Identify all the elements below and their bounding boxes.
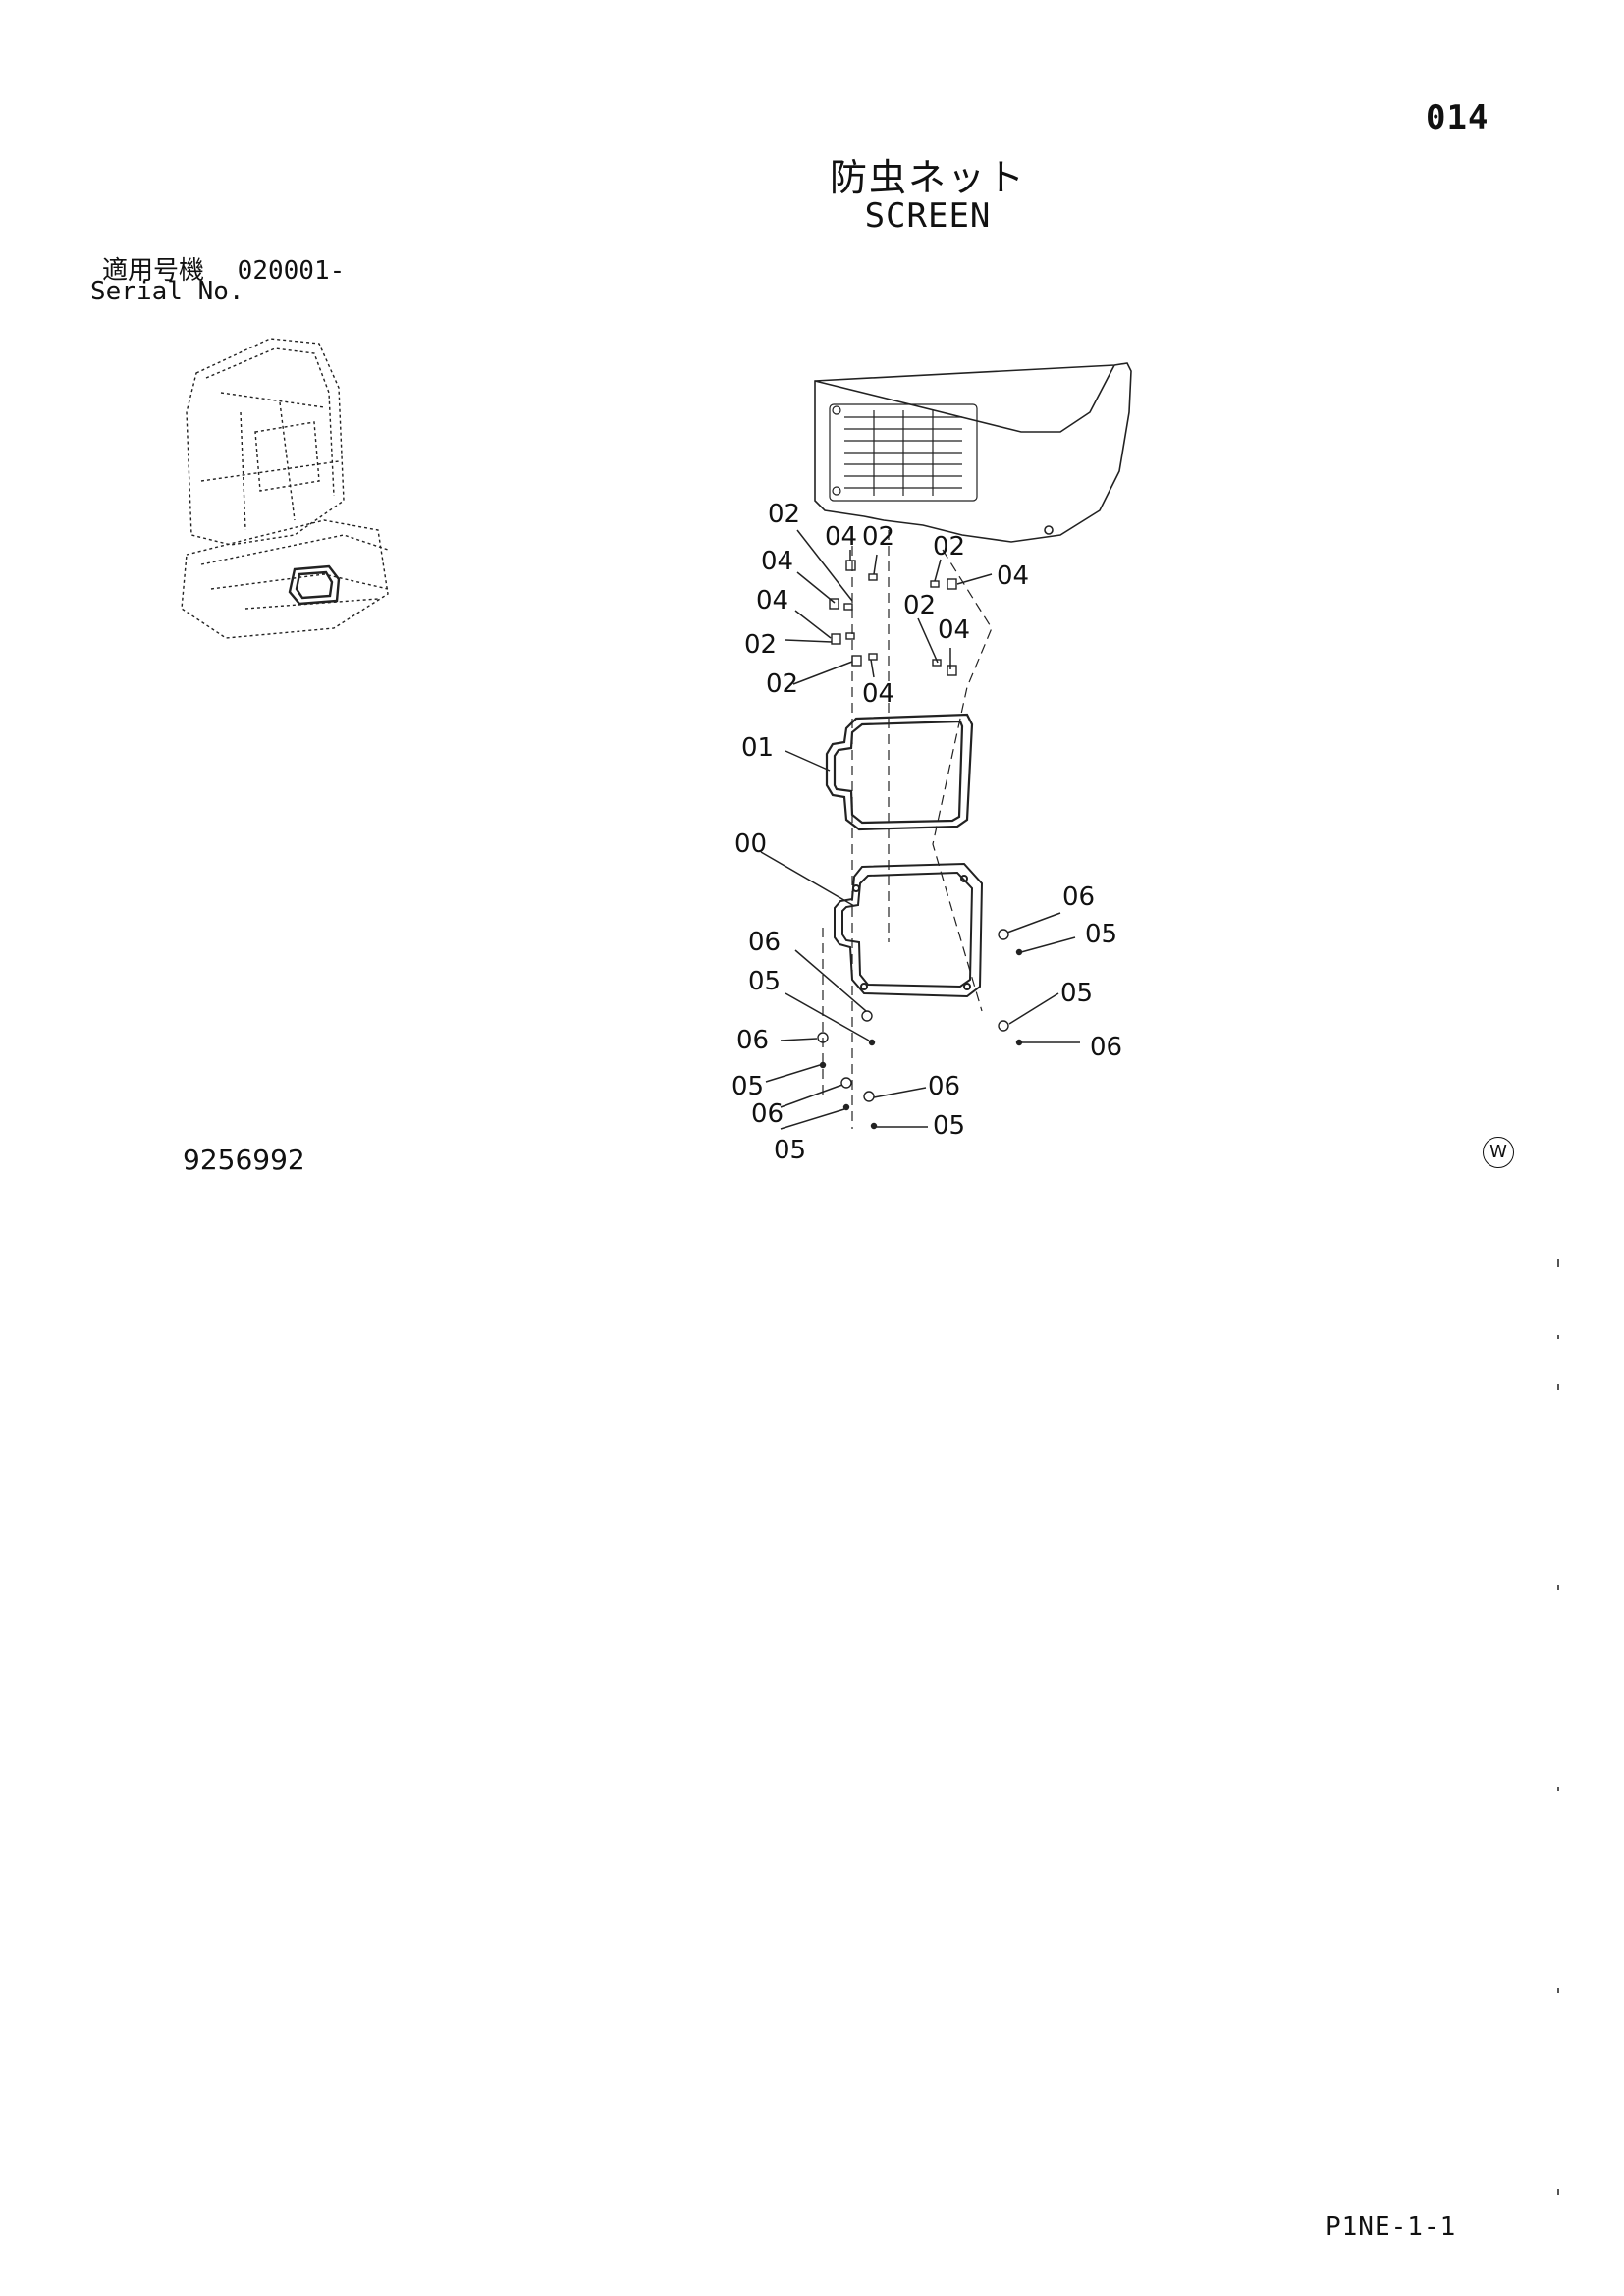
callout-label: 06 <box>1090 1033 1122 1062</box>
callout-labels: 02 04 02 04 02 04 04 02 02 04 02 04 01 0… <box>731 500 1122 1165</box>
callout-label: 02 <box>903 591 936 620</box>
w-mark-icon: W <box>1483 1137 1514 1168</box>
washers-and-bolts <box>817 929 1023 1130</box>
callout-label: 05 <box>933 1111 965 1141</box>
callout-label: 04 <box>862 679 894 709</box>
locator-screen-highlight <box>288 564 341 606</box>
page-title: SCREEN <box>864 196 992 236</box>
page-title-japanese: 防虫ネット <box>829 156 1026 199</box>
callout-label: 02 <box>933 532 965 561</box>
machine-locator-illustration <box>181 338 389 639</box>
cover-panel <box>814 362 1132 543</box>
drawing-number: 9256992 <box>183 1144 305 1176</box>
scan-mark <box>1557 1988 1559 1993</box>
scan-mark <box>1557 1787 1559 1791</box>
callout-label: 06 <box>748 928 781 957</box>
callout-label: 04 <box>761 547 793 576</box>
callout-label: 06 <box>1062 882 1095 912</box>
serial-label-japanese: 適用号機 <box>102 256 205 286</box>
part-01-frame <box>825 713 974 831</box>
callout-label: 05 <box>1085 920 1117 949</box>
serial-applicability: 適用号機 020001- <box>102 250 345 287</box>
scan-mark <box>1557 1335 1559 1339</box>
callout-label: 02 <box>766 669 798 699</box>
callout-label: 04 <box>825 522 857 552</box>
scan-mark <box>1557 1585 1559 1590</box>
serial-label: Serial No. <box>90 277 244 306</box>
callout-label: 05 <box>748 967 781 996</box>
callout-label: 02 <box>744 630 777 660</box>
callout-label: 05 <box>1060 979 1093 1008</box>
scan-mark <box>1557 1384 1559 1390</box>
leader-lines <box>760 529 1080 1130</box>
callout-label: 04 <box>756 586 788 615</box>
scan-mark <box>1557 1259 1559 1267</box>
page-number: 014 <box>1426 98 1489 137</box>
scan-mark <box>1557 2189 1559 2195</box>
callout-label: 06 <box>736 1026 769 1055</box>
callout-label: 02 <box>862 522 894 552</box>
callout-label: 00 <box>734 829 767 859</box>
serial-value: 020001- <box>237 256 346 286</box>
part-00-screen <box>834 862 984 998</box>
callout-label: 02 <box>768 500 800 529</box>
callout-label: 06 <box>928 1072 960 1101</box>
callout-label: 04 <box>938 615 970 645</box>
assembly-centerlines <box>822 530 993 1129</box>
footer-reference: P1NE-1-1 <box>1326 2213 1457 2242</box>
callout-label: 06 <box>751 1099 784 1129</box>
callout-label: 05 <box>731 1072 764 1101</box>
callout-label: 01 <box>741 733 774 763</box>
callout-label: 04 <box>997 561 1029 591</box>
callout-label: 05 <box>774 1136 806 1165</box>
